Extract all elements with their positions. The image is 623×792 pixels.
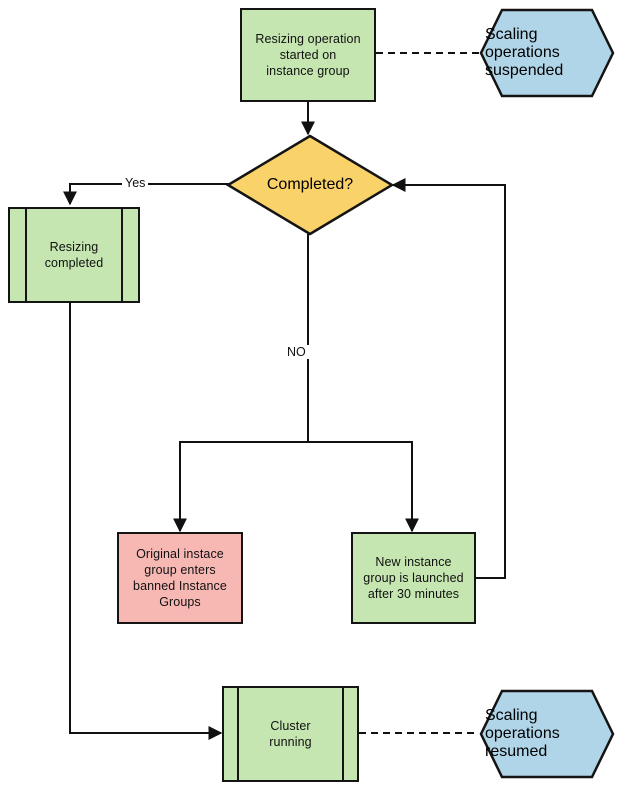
predef-left-bar-resizing: [25, 209, 27, 301]
suspended-line-1: Scaling operations: [485, 26, 560, 61]
node-label-cluster-running: Cluster running: [263, 718, 317, 750]
node-label-resumed: Scaling operations resumed: [479, 707, 615, 761]
node-completed-decision[interactable]: Completed?: [225, 134, 395, 236]
edge-label-yes: Yes: [122, 176, 149, 190]
start-line-1: Resizing operation: [255, 32, 361, 46]
predef-right-bar-resizing: [121, 209, 123, 301]
node-new-instance-group-launched[interactable]: New instance group is launched after 30 …: [351, 532, 476, 624]
predef-right-bar-cluster: [342, 688, 344, 780]
edge-completed-to-resizing-completed: [63, 183, 229, 206]
diamond-shape-completed: [225, 134, 395, 236]
resumed-line-2: resumed: [485, 743, 548, 760]
banned-line-2: group enters: [144, 563, 216, 577]
node-label-relaunch: New instance group is launched after 30 …: [357, 554, 469, 602]
node-label-start: Resizing operation started on instance g…: [249, 31, 366, 79]
cluster-running-line-1: Cluster: [270, 719, 311, 733]
node-resizing-completed[interactable]: Resizing completed: [8, 207, 140, 303]
suspended-line-2: suspended: [485, 62, 564, 79]
node-scaling-operations-resumed[interactable]: Scaling operations resumed: [479, 689, 615, 779]
hexagon-shape-suspended: [479, 8, 615, 98]
edge-resizing-completed-to-cluster-running: [69, 303, 223, 740]
node-banned-instance-groups[interactable]: Original instace group enters banned Ins…: [117, 532, 243, 624]
predef-left-bar-cluster: [237, 688, 239, 780]
node-cluster-running[interactable]: Cluster running: [222, 686, 359, 782]
resizing-completed-line-1: Resizing: [49, 240, 99, 254]
start-line-3: instance group: [266, 64, 350, 78]
node-scaling-operations-suspended[interactable]: Scaling operations suspended: [479, 8, 615, 98]
relaunch-line-1: New instance: [375, 555, 452, 569]
node-label-resizing-completed: Resizing completed: [39, 239, 110, 271]
banned-line-1: Original instace: [136, 547, 224, 561]
hexagon-shape-resumed: [479, 689, 615, 779]
cluster-running-line-2: running: [269, 735, 312, 749]
edge-label-no: NO: [284, 345, 309, 359]
start-line-2: started on: [279, 48, 337, 62]
edge-no-to-relaunch: [308, 441, 419, 533]
node-resizing-operation-started[interactable]: Resizing operation started on instance g…: [240, 8, 376, 102]
edge-no-to-banned: [173, 441, 308, 533]
node-label-completed: Completed?: [266, 176, 354, 193]
edge-relaunch-to-completed: [391, 178, 506, 579]
relaunch-line-3: after 30 minutes: [367, 587, 460, 601]
banned-line-3: banned Instance: [133, 579, 227, 593]
resumed-line-1: Scaling operations: [485, 707, 560, 742]
resizing-completed-line-2: completed: [44, 256, 104, 270]
banned-line-4: Groups: [159, 595, 201, 609]
relaunch-line-2: group is launched: [363, 571, 464, 585]
node-label-suspended: Scaling operations suspended: [479, 26, 615, 80]
node-label-banned: Original instace group enters banned Ins…: [127, 546, 233, 610]
